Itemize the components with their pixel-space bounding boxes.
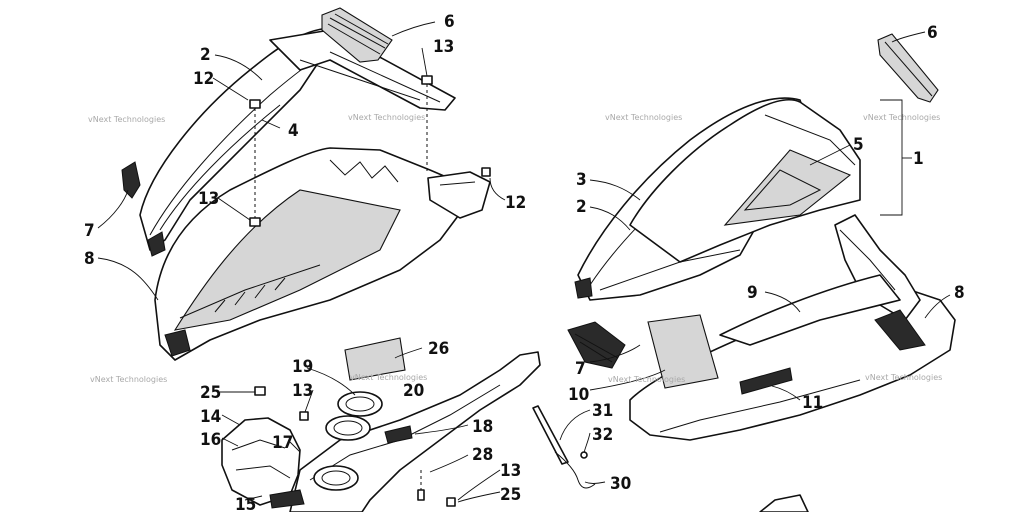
callout-28: 28 — [472, 445, 493, 465]
callout-7-left: 7 — [84, 221, 95, 241]
callout-6-left: 6 — [444, 12, 455, 32]
callout-30: 30 — [610, 474, 631, 494]
callout-25-bottom: 25 — [500, 485, 521, 505]
callout-20: 20 — [403, 381, 424, 401]
callout-13-bottom: 13 — [500, 461, 521, 481]
center-console — [289, 337, 541, 512]
callout-2-right: 2 — [576, 197, 587, 217]
small-fasteners — [254, 386, 456, 507]
left-mount-bracket — [427, 171, 491, 219]
callout-4: 4 — [288, 121, 299, 141]
watermark-text: vNext Technologies — [350, 373, 427, 382]
callout-5: 5 — [853, 135, 864, 155]
callout-12-left: 12 — [193, 69, 214, 89]
callout-31: 31 — [592, 401, 613, 421]
callout-8-left: 8 — [84, 249, 95, 269]
watermark-text: vNext Technologies — [88, 115, 165, 124]
left-belly-pan-8 — [154, 147, 471, 361]
watermark-text: vNext Technologies — [348, 113, 425, 122]
right-side-panel-3 — [629, 98, 861, 263]
watermark-text: vNext Technologies — [90, 375, 167, 384]
left-vent-grille-6 — [321, 7, 393, 63]
callout-1: 1 — [913, 149, 924, 169]
callout-9: 9 — [747, 283, 758, 303]
side-bracket-14-16 — [221, 417, 305, 509]
watermark-text: vNext Technologies — [605, 113, 682, 122]
callout-25-left: 25 — [200, 383, 221, 403]
callout-26: 26 — [428, 339, 449, 359]
callout-18: 18 — [472, 417, 493, 437]
callout-11: 11 — [802, 393, 823, 413]
bracket-1 — [880, 99, 912, 216]
left-fasteners — [249, 75, 491, 227]
watermark-text: vNext Technologies — [863, 113, 940, 122]
left-light-7 — [121, 161, 141, 199]
callout-numbers: 2 12 4 13 7 8 6 13 12 3 2 6 5 1 8 9 11 7… — [84, 12, 965, 512]
right-panel-10 — [647, 314, 719, 389]
callout-6-right: 6 — [927, 23, 938, 43]
leader-lines — [97, 21, 951, 503]
watermark-text: vNext Technologies — [608, 375, 685, 384]
watermark-text: vNext Technologies — [865, 373, 942, 382]
callout-15: 15 — [235, 495, 256, 512]
right-vent-grille-6 — [877, 33, 939, 103]
bottom-right-part — [759, 494, 809, 512]
callout-13-top: 13 — [433, 37, 454, 57]
callout-13-center: 13 — [292, 381, 313, 401]
callout-3: 3 — [576, 170, 587, 190]
callout-7-right: 7 — [575, 359, 586, 379]
callout-13-left: 13 — [198, 189, 219, 209]
callout-12-right: 12 — [505, 193, 526, 213]
callout-16: 16 — [200, 430, 221, 450]
callout-14: 14 — [200, 407, 221, 427]
callout-32: 32 — [592, 425, 613, 445]
callout-19: 19 — [292, 357, 313, 377]
right-belly-pan-8 — [629, 214, 956, 441]
callout-10: 10 — [568, 385, 589, 405]
callout-2-left: 2 — [200, 45, 211, 65]
cable-31 — [532, 405, 596, 489]
callout-8-right: 8 — [954, 283, 965, 303]
left-side-panel-2 — [139, 27, 346, 257]
callout-17: 17 — [272, 433, 293, 453]
watermarks: vNext Technologies vNext Technologies vN… — [88, 113, 942, 384]
